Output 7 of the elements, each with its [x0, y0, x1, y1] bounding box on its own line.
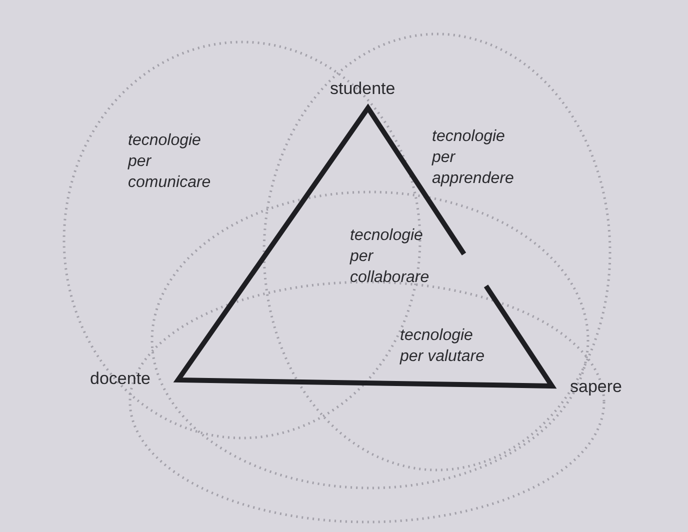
technology-label: tecnologie per apprendere: [432, 128, 514, 187]
technology-label: tecnologie per valutare: [400, 327, 484, 365]
technology-label: tecnologie per collaborare: [350, 227, 430, 286]
technology-label: tecnologie per comunicare: [128, 132, 211, 191]
vertex-label: docente: [90, 369, 150, 388]
vertex-label: studente: [330, 79, 396, 98]
vertex-label: sapere: [570, 377, 622, 396]
